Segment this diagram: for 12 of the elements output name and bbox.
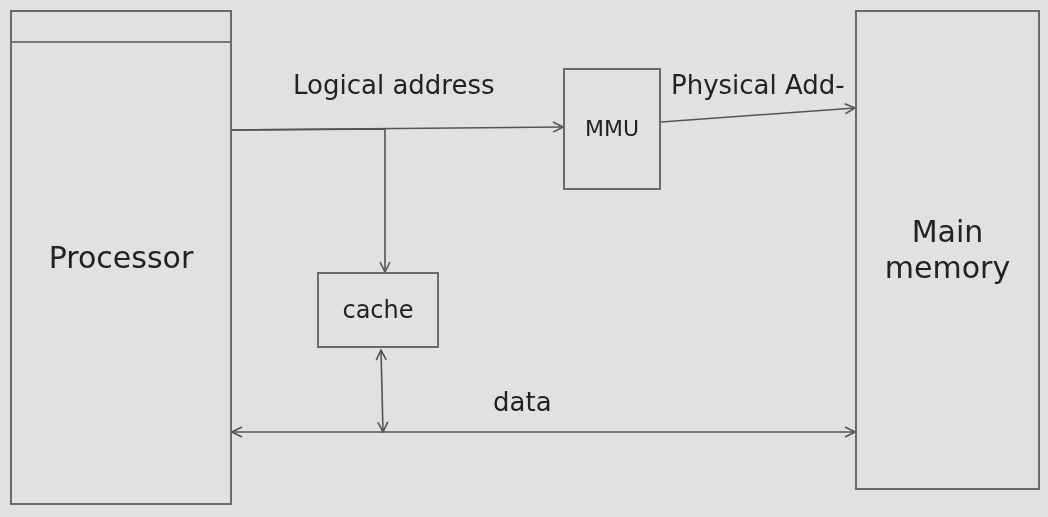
block-box	[563, 68, 661, 190]
arrow	[375, 349, 389, 433]
block-box	[317, 272, 439, 348]
block-box	[855, 10, 1040, 490]
block-box	[10, 10, 232, 505]
block-label: cache	[341, 295, 415, 325]
block-label: Processor	[47, 239, 195, 276]
block-label: Main memory	[883, 214, 1012, 286]
arrow	[660, 102, 856, 123]
block-label: MMU	[583, 115, 641, 143]
arrow	[231, 128, 391, 273]
arrow	[231, 426, 856, 438]
